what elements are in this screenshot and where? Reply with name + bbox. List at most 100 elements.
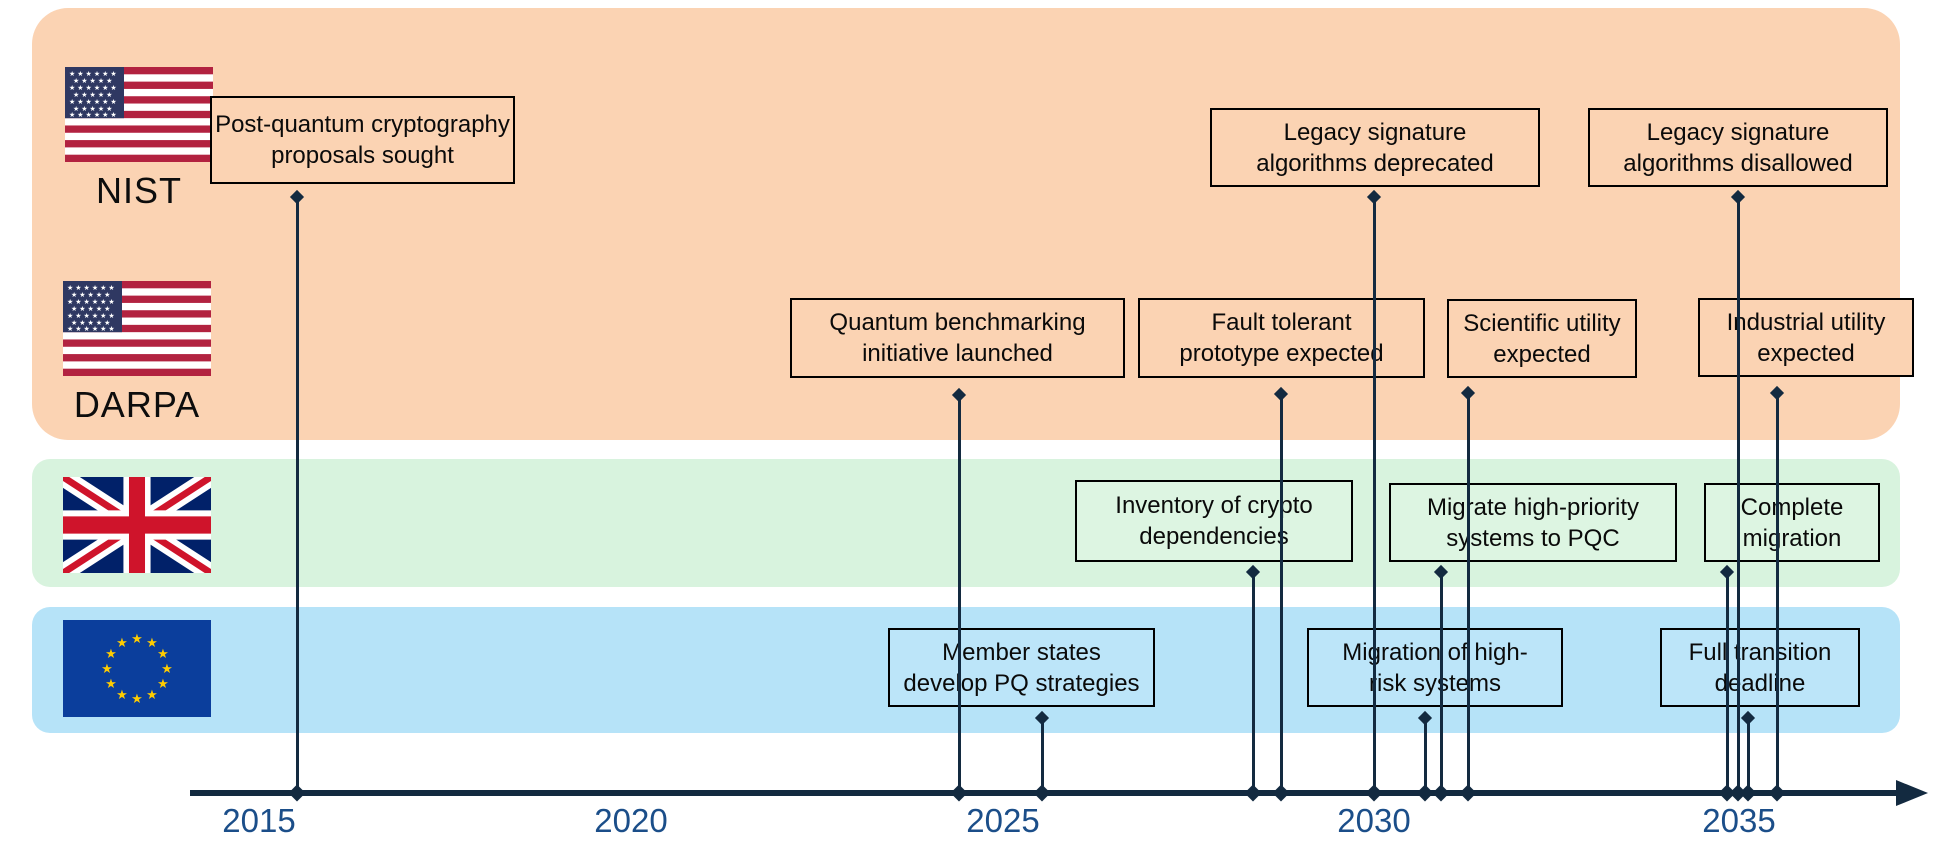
svg-text:★★★★★★: ★★★★★★ — [69, 98, 119, 106]
event-label-line2: algorithms disallowed — [1623, 149, 1853, 177]
us-flag: ★★★★★★★★★★★ ★★★★★★★★★★★ ★★★★★★★★★★★ ★★★★… — [65, 67, 213, 162]
event-label-line2: systems to PQC — [1446, 524, 1620, 552]
axis-marker-diamond — [1365, 784, 1383, 802]
svg-text:★★★★★: ★★★★★ — [71, 305, 112, 313]
event-label-line2: expected — [1757, 339, 1855, 367]
event-label-line2: expected — [1493, 340, 1591, 368]
event-label-line1: Scientific utility — [1463, 309, 1621, 337]
event-label-line1: Legacy signature — [1283, 118, 1467, 146]
svg-text:★: ★ — [131, 631, 143, 646]
svg-text:★★★★★: ★★★★★ — [73, 105, 114, 113]
axis-marker-diamond — [1272, 784, 1290, 802]
event-label-line1: Legacy signature — [1646, 118, 1830, 146]
event-box: Complete migration — [1704, 483, 1880, 562]
axis-marker-diamond — [1459, 784, 1477, 802]
uk-flag — [63, 477, 211, 573]
year-tick-label: 2015 — [222, 802, 296, 839]
event-connector-line — [296, 197, 299, 793]
event-connector-line — [1726, 572, 1729, 793]
event-box: Migrate high-priority systems to PQC — [1389, 483, 1677, 562]
event-connector-line — [1747, 718, 1750, 793]
event-connector-line — [1041, 718, 1044, 793]
event-box: Fault tolerant prototype expected — [1138, 298, 1425, 378]
event-box: Full transition deadline — [1660, 628, 1860, 707]
event-label-line2: dependencies — [1139, 523, 1289, 550]
svg-text:★★★★★★: ★★★★★★ — [69, 70, 119, 78]
event-connector-line — [958, 395, 961, 793]
event-label-line1: Complete — [1740, 493, 1844, 521]
event-label-line1: Member states — [942, 638, 1101, 666]
axis-marker-diamond — [1416, 784, 1434, 802]
svg-text:★: ★ — [101, 661, 113, 676]
svg-text:★: ★ — [116, 687, 128, 702]
event-box: Industrial utility expected — [1698, 298, 1914, 377]
svg-text:★: ★ — [105, 676, 117, 691]
svg-text:★: ★ — [116, 635, 128, 650]
event-label-line2: prototype expected — [1179, 340, 1384, 367]
axis-marker-diamond — [950, 784, 968, 802]
event-connector-line — [1737, 197, 1740, 793]
event-label-line2: risk systems — [1369, 669, 1501, 697]
svg-text:★: ★ — [161, 661, 173, 676]
event-box: Quantum benchmarking initiative launched — [790, 298, 1125, 378]
svg-text:★: ★ — [105, 646, 117, 661]
event-label-line2: migration — [1742, 524, 1842, 552]
event-connector-line — [1440, 572, 1443, 793]
svg-text:★★★★★: ★★★★★ — [71, 319, 112, 327]
axis-marker-diamond — [288, 784, 306, 802]
event-label-line1: Fault tolerant — [1211, 309, 1352, 336]
event-label-line1: Inventory of crypto — [1115, 492, 1313, 519]
event-label-line1: Migration of high- — [1342, 638, 1528, 666]
event-connector-line — [1467, 393, 1470, 793]
svg-text:★★★★★★: ★★★★★★ — [69, 111, 119, 119]
svg-text:★: ★ — [157, 676, 169, 691]
svg-text:★★★★★★: ★★★★★★ — [67, 312, 117, 320]
event-box: Scientific utility expected — [1447, 299, 1637, 378]
event-connector-line — [1776, 393, 1779, 793]
axis-arrowhead-icon — [1896, 780, 1928, 806]
event-label-line2: develop PQ strategies — [903, 669, 1140, 697]
svg-text:★★★★★: ★★★★★ — [73, 77, 114, 85]
event-label-line1: Full transition — [1688, 638, 1832, 666]
svg-text:★: ★ — [131, 691, 143, 706]
year-tick-label: 2025 — [966, 802, 1040, 839]
event-box: Post-quantum cryptography proposals soug… — [210, 96, 515, 184]
nist-label: NIST — [95, 170, 182, 211]
event-label-line1: Quantum benchmarking — [829, 309, 1086, 336]
axis-marker-diamond — [1718, 784, 1736, 802]
axis-marker-diamond — [1739, 784, 1757, 802]
eu-flag: ★★ ★★ ★★ ★★ ★★ ★★ — [63, 620, 211, 717]
axis-marker-diamond — [1432, 784, 1450, 802]
svg-text:★★★★★★: ★★★★★★ — [67, 284, 117, 292]
event-connector-line — [1373, 197, 1376, 793]
event-label-line1: Post-quantum cryptography — [215, 111, 510, 138]
svg-text:★: ★ — [157, 646, 169, 661]
svg-text:★★★★★: ★★★★★ — [73, 91, 114, 99]
event-label-line2: initiative launched — [862, 340, 1053, 367]
event-box: Legacy signature algorithms disallowed — [1588, 108, 1888, 187]
event-box: Member states develop PQ strategies — [888, 628, 1155, 707]
axis-marker-diamond — [1033, 784, 1051, 802]
event-connector-line — [1280, 394, 1283, 793]
darpa-label: DARPA — [73, 384, 201, 425]
us-flag: ★★★★★★★★★★★ ★★★★★★★★★★★ ★★★★★★★★★★★ ★★★★… — [63, 281, 211, 376]
axis-marker-diamond — [1768, 784, 1786, 802]
svg-text:★★★★★★: ★★★★★★ — [67, 325, 117, 333]
year-tick-label: 2020 — [594, 802, 668, 839]
event-label-line2: algorithms deprecated — [1256, 149, 1494, 177]
svg-text:★★★★★★: ★★★★★★ — [67, 298, 117, 306]
svg-text:★★★★★: ★★★★★ — [71, 291, 112, 299]
event-box: Migration of high- risk systems — [1307, 628, 1563, 707]
event-label-line2: proposals sought — [271, 142, 454, 169]
event-box: Inventory of crypto dependencies — [1075, 480, 1353, 562]
svg-text:★: ★ — [146, 635, 158, 650]
year-tick-label: 2030 — [1337, 802, 1411, 839]
event-label-line1: Industrial utility — [1726, 308, 1886, 336]
year-tick-label: 2035 — [1702, 802, 1776, 839]
event-label-line1: Migrate high-priority — [1426, 493, 1640, 521]
svg-text:★★★★★★: ★★★★★★ — [69, 84, 119, 92]
event-box: Legacy signature algorithms deprecated — [1210, 108, 1540, 187]
event-connector-line — [1252, 572, 1255, 793]
event-connector-line — [1424, 718, 1427, 793]
